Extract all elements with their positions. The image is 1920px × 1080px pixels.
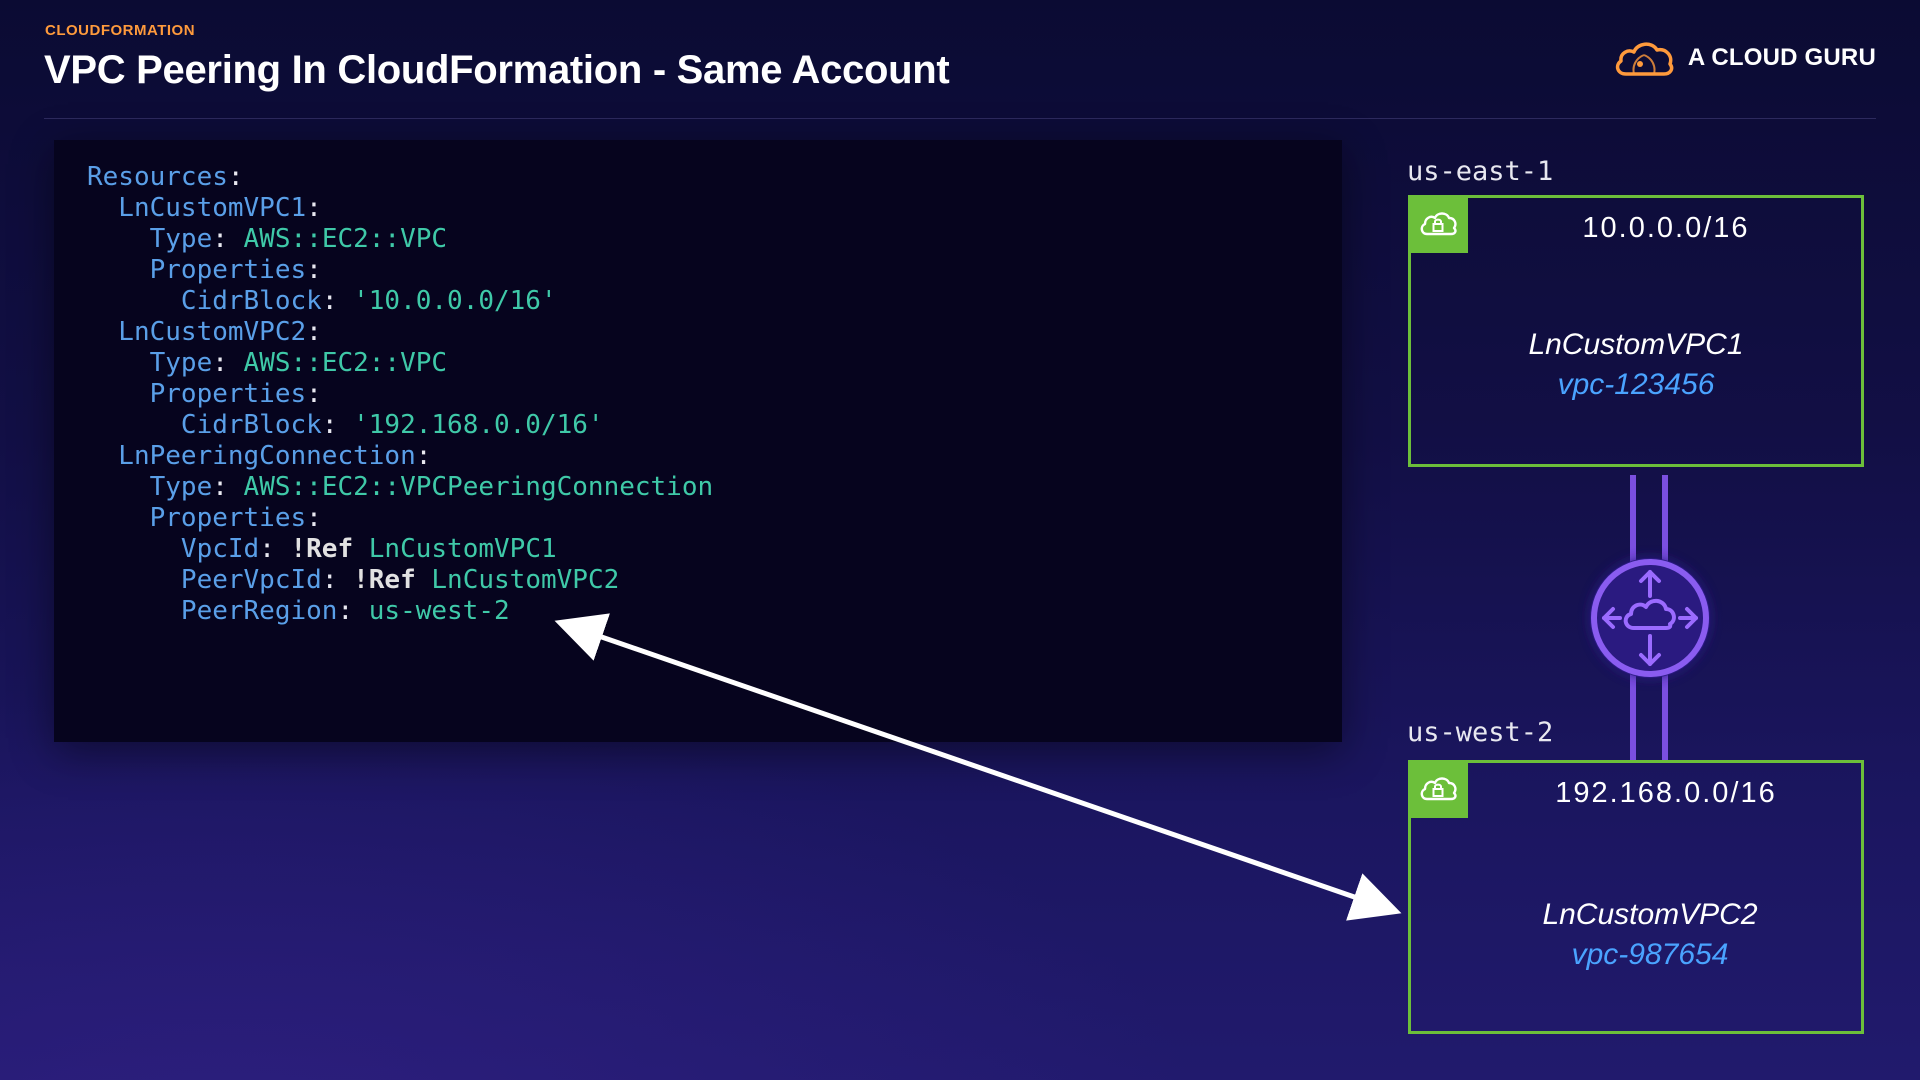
region-label-us-east-1: us-east-1: [1407, 156, 1554, 187]
code-token: :: [212, 472, 244, 502]
code-token: :: [306, 193, 322, 223]
vpc-cloud-lock-icon: [1420, 777, 1457, 801]
code-line: Properties:: [87, 255, 713, 286]
code-token: Properties: [87, 379, 307, 409]
header-divider: [44, 118, 1876, 119]
vpc-cidr: 192.168.0.0/16: [1555, 777, 1777, 809]
code-token: :: [415, 441, 432, 471]
code-token: :: [306, 317, 322, 347]
vpc-badge: [1408, 760, 1468, 818]
code-token: LnPeeringConnection: [87, 441, 416, 471]
code-token: :: [306, 379, 322, 409]
code-token: !Ref: [290, 534, 354, 564]
code-token: us-west-2: [368, 596, 510, 626]
code-token: :: [321, 286, 354, 316]
code-line: VpcId: !Ref LnCustomVPC1: [87, 534, 713, 565]
code-line: Properties:: [87, 503, 713, 534]
vpc-badge: [1408, 195, 1468, 253]
code-token: :: [337, 596, 369, 626]
code-panel: Resources: LnCustomVPC1: Type: AWS::EC2:…: [54, 140, 1342, 742]
code-line: CidrBlock: '192.168.0.0/16': [87, 410, 713, 441]
region-label-us-west-2: us-west-2: [1407, 717, 1554, 748]
code-token: AWS::EC2::VPCPeeringConnection: [243, 472, 714, 502]
code-token: Type: [87, 348, 213, 378]
vpc-cloud-lock-icon: [1420, 212, 1457, 236]
code-line: LnCustomVPC2:: [87, 317, 713, 348]
code-line: PeerVpcId: !Ref LnCustomVPC2: [87, 565, 713, 596]
peering-connection-lines: [1630, 475, 1668, 760]
vpc-box-2: 192.168.0.0/16 LnCustomVPC2 vpc-987654: [1408, 760, 1864, 1034]
vpc-id: vpc-123456: [1557, 368, 1715, 401]
code-token: [416, 565, 432, 595]
code-token: Properties: [87, 255, 307, 285]
code-line: LnCustomVPC1:: [87, 193, 713, 224]
code-token: VpcId: [87, 534, 260, 564]
code-token: :: [321, 565, 354, 595]
cloud-logo-icon: [1615, 42, 1674, 76]
code-token: AWS::EC2::VPC: [243, 348, 448, 378]
code-token: Properties: [87, 503, 307, 533]
code-token: :: [259, 534, 291, 564]
code-token: :: [306, 503, 322, 533]
code-token: :: [227, 162, 244, 192]
code-line: Type: AWS::EC2::VPC: [87, 348, 713, 379]
code-line: PeerRegion: us-west-2: [87, 596, 713, 627]
brand-logo: A CLOUD GURU: [1612, 36, 1876, 80]
code-token: PeerVpcId: [87, 565, 322, 595]
code-token: [353, 534, 369, 564]
section-eyebrow: CLOUDFORMATION: [45, 22, 196, 39]
code-line: LnPeeringConnection:: [87, 441, 713, 472]
code-line: Type: AWS::EC2::VPCPeeringConnection: [87, 472, 714, 503]
code-token: LnCustomVPC1: [368, 534, 557, 564]
vpc-name: LnCustomVPC1: [1528, 328, 1744, 361]
code-token: Resources: [87, 162, 228, 192]
vpc-name: LnCustomVPC2: [1542, 898, 1758, 931]
code-token: '10.0.0.0/16': [353, 286, 557, 316]
code-token: LnCustomVPC2: [431, 565, 620, 595]
code-token: :: [212, 348, 244, 378]
code-token: :: [306, 255, 322, 285]
code-token: PeerRegion: [87, 596, 338, 626]
code-token: '192.168.0.0/16': [353, 410, 604, 440]
code-line: Resources:: [87, 162, 713, 193]
code-token: CidrBlock: [87, 410, 322, 440]
code-line: CidrBlock: '10.0.0.0/16': [87, 286, 713, 317]
brand-name: A CLOUD GURU: [1687, 44, 1876, 71]
vpc-cidr: 10.0.0.0/16: [1582, 212, 1750, 244]
code-token: LnCustomVPC1: [87, 193, 307, 223]
code-token: CidrBlock: [87, 286, 322, 316]
code-token: !Ref: [353, 565, 416, 595]
vpc-box-1: 10.0.0.0/16 LnCustomVPC1 vpc-123456: [1408, 195, 1864, 467]
code-line: Properties:: [87, 379, 713, 410]
code-token: :: [321, 410, 354, 440]
cloudformation-yaml: Resources: LnCustomVPC1: Type: AWS::EC2:…: [87, 162, 713, 627]
code-token: LnCustomVPC2: [87, 317, 307, 347]
vpc-id: vpc-987654: [1571, 938, 1729, 971]
slide-title: VPC Peering In CloudFormation - Same Acc…: [44, 48, 950, 92]
peering-router-icon: [1590, 558, 1710, 678]
code-line: Type: AWS::EC2::VPC: [87, 224, 713, 255]
code-token: Type: [87, 224, 213, 254]
code-token: AWS::EC2::VPC: [243, 224, 448, 254]
code-token: :: [212, 224, 244, 254]
code-token: Type: [87, 472, 213, 502]
